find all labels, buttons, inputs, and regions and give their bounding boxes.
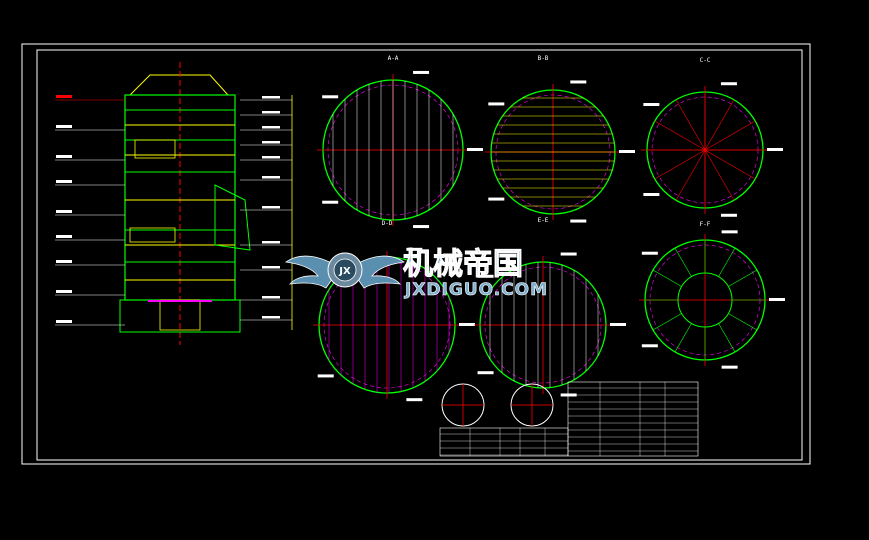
- section-label: D-D: [382, 220, 393, 227]
- note-mark: [56, 180, 72, 183]
- spoke-line: [675, 99, 706, 151]
- note-mark: [56, 95, 72, 98]
- annotation-mark: [459, 323, 475, 326]
- dimension-text-mark: [262, 96, 280, 99]
- annotation-mark: [488, 102, 505, 106]
- annotation-mark: [720, 213, 737, 217]
- annotation-mark: [570, 219, 587, 223]
- spoke-line: [718, 247, 736, 277]
- annotation-mark: [406, 398, 423, 402]
- annotation-mark: [413, 70, 430, 74]
- dimension-text-mark: [262, 296, 280, 299]
- spoke-line: [675, 149, 706, 201]
- annotation-mark: [488, 197, 505, 201]
- section-e: E-E: [474, 217, 626, 397]
- elevation-right-notes: [240, 96, 292, 321]
- inner-frame: [36, 49, 803, 461]
- internal-box: [129, 227, 176, 243]
- spoke-line: [718, 323, 736, 353]
- section-a: A-A: [317, 55, 483, 229]
- dimension-text-mark: [262, 316, 280, 319]
- annotation-mark: [560, 252, 577, 256]
- section-label: E-E: [538, 217, 549, 224]
- spoke-line: [674, 247, 692, 277]
- annotation-mark: [641, 251, 658, 255]
- annotation-mark: [721, 230, 738, 234]
- right-wing: [349, 255, 406, 289]
- left-wing: [284, 255, 341, 289]
- annotation-mark: [467, 148, 483, 151]
- note-mark: [56, 125, 72, 128]
- watermark-en: JXDIGUO.COM: [404, 280, 548, 300]
- elevation-leader-notes: [55, 95, 125, 326]
- note-mark: [56, 320, 72, 323]
- annotation-mark: [643, 192, 660, 196]
- annotation-mark: [641, 344, 658, 348]
- logo-letters: JX: [338, 266, 351, 277]
- section-views: A-A B-B C-C D-D E-E F-F: [313, 55, 785, 402]
- section-b: B-B: [485, 55, 635, 223]
- spoke-line: [652, 313, 682, 331]
- spoke-line: [674, 323, 692, 353]
- annotation-mark: [610, 323, 626, 326]
- table-right: [567, 381, 699, 457]
- magenta-band: [148, 300, 212, 302]
- annotation-mark: [322, 200, 339, 204]
- annotation-mark: [477, 371, 494, 375]
- annotation-mark: [413, 225, 430, 229]
- dimension-text-mark: [262, 266, 280, 269]
- parts-table: [439, 381, 699, 457]
- annotation-mark: [619, 150, 635, 153]
- annotation-mark: [477, 274, 494, 278]
- annotation-mark: [322, 95, 339, 99]
- spoke-line: [654, 120, 706, 151]
- annotation-mark: [720, 82, 737, 86]
- section-label: B-B: [538, 55, 549, 62]
- annotation-mark: [570, 80, 587, 84]
- section-c: C-C: [641, 57, 783, 217]
- note-mark: [56, 290, 72, 293]
- annotation-mark: [767, 148, 783, 151]
- annotation-mark: [721, 365, 738, 369]
- spoke-line: [704, 120, 756, 151]
- dimension-text-mark: [262, 141, 280, 144]
- detail-area: [439, 381, 699, 457]
- spoke-line: [652, 269, 682, 287]
- tower-top-cap: [128, 74, 230, 96]
- spoke-line: [704, 149, 735, 201]
- section-label: F-F: [700, 221, 711, 228]
- section-label: A-A: [388, 55, 399, 62]
- spoke-line: [728, 269, 758, 287]
- internal-box: [134, 139, 176, 159]
- spoke-line: [704, 99, 735, 151]
- inner-ring-solid: [677, 272, 733, 328]
- dimension-text-mark: [262, 241, 280, 244]
- jxdiguo-watermark: JX 机械帝国 JXDIGUO.COM: [284, 247, 548, 300]
- annotation-mark: [643, 103, 660, 107]
- outer-frame: [21, 43, 811, 465]
- dimension-text-mark: [262, 206, 280, 209]
- dimension-text-mark: [262, 126, 280, 129]
- dimension-text-mark: [262, 176, 280, 179]
- note-mark: [56, 260, 72, 263]
- spoke-line: [704, 149, 756, 180]
- watermark-cn: 机械帝国: [403, 247, 523, 282]
- annotation-mark: [769, 298, 785, 301]
- gear-hub: [333, 258, 357, 282]
- tower-elevation-view: [55, 62, 293, 345]
- note-mark: [56, 235, 72, 238]
- side-nozzle: [214, 184, 251, 251]
- spoke-line: [728, 313, 758, 331]
- table-left: [439, 427, 569, 457]
- annotation-mark: [406, 247, 423, 251]
- dimension-text-mark: [262, 156, 280, 159]
- spoke-line: [654, 149, 706, 180]
- section-f: F-F: [639, 221, 785, 369]
- annotation-mark: [317, 374, 334, 378]
- section-label: C-C: [700, 57, 711, 64]
- note-mark: [56, 155, 72, 158]
- note-mark: [56, 210, 72, 213]
- dimension-text-mark: [262, 111, 280, 114]
